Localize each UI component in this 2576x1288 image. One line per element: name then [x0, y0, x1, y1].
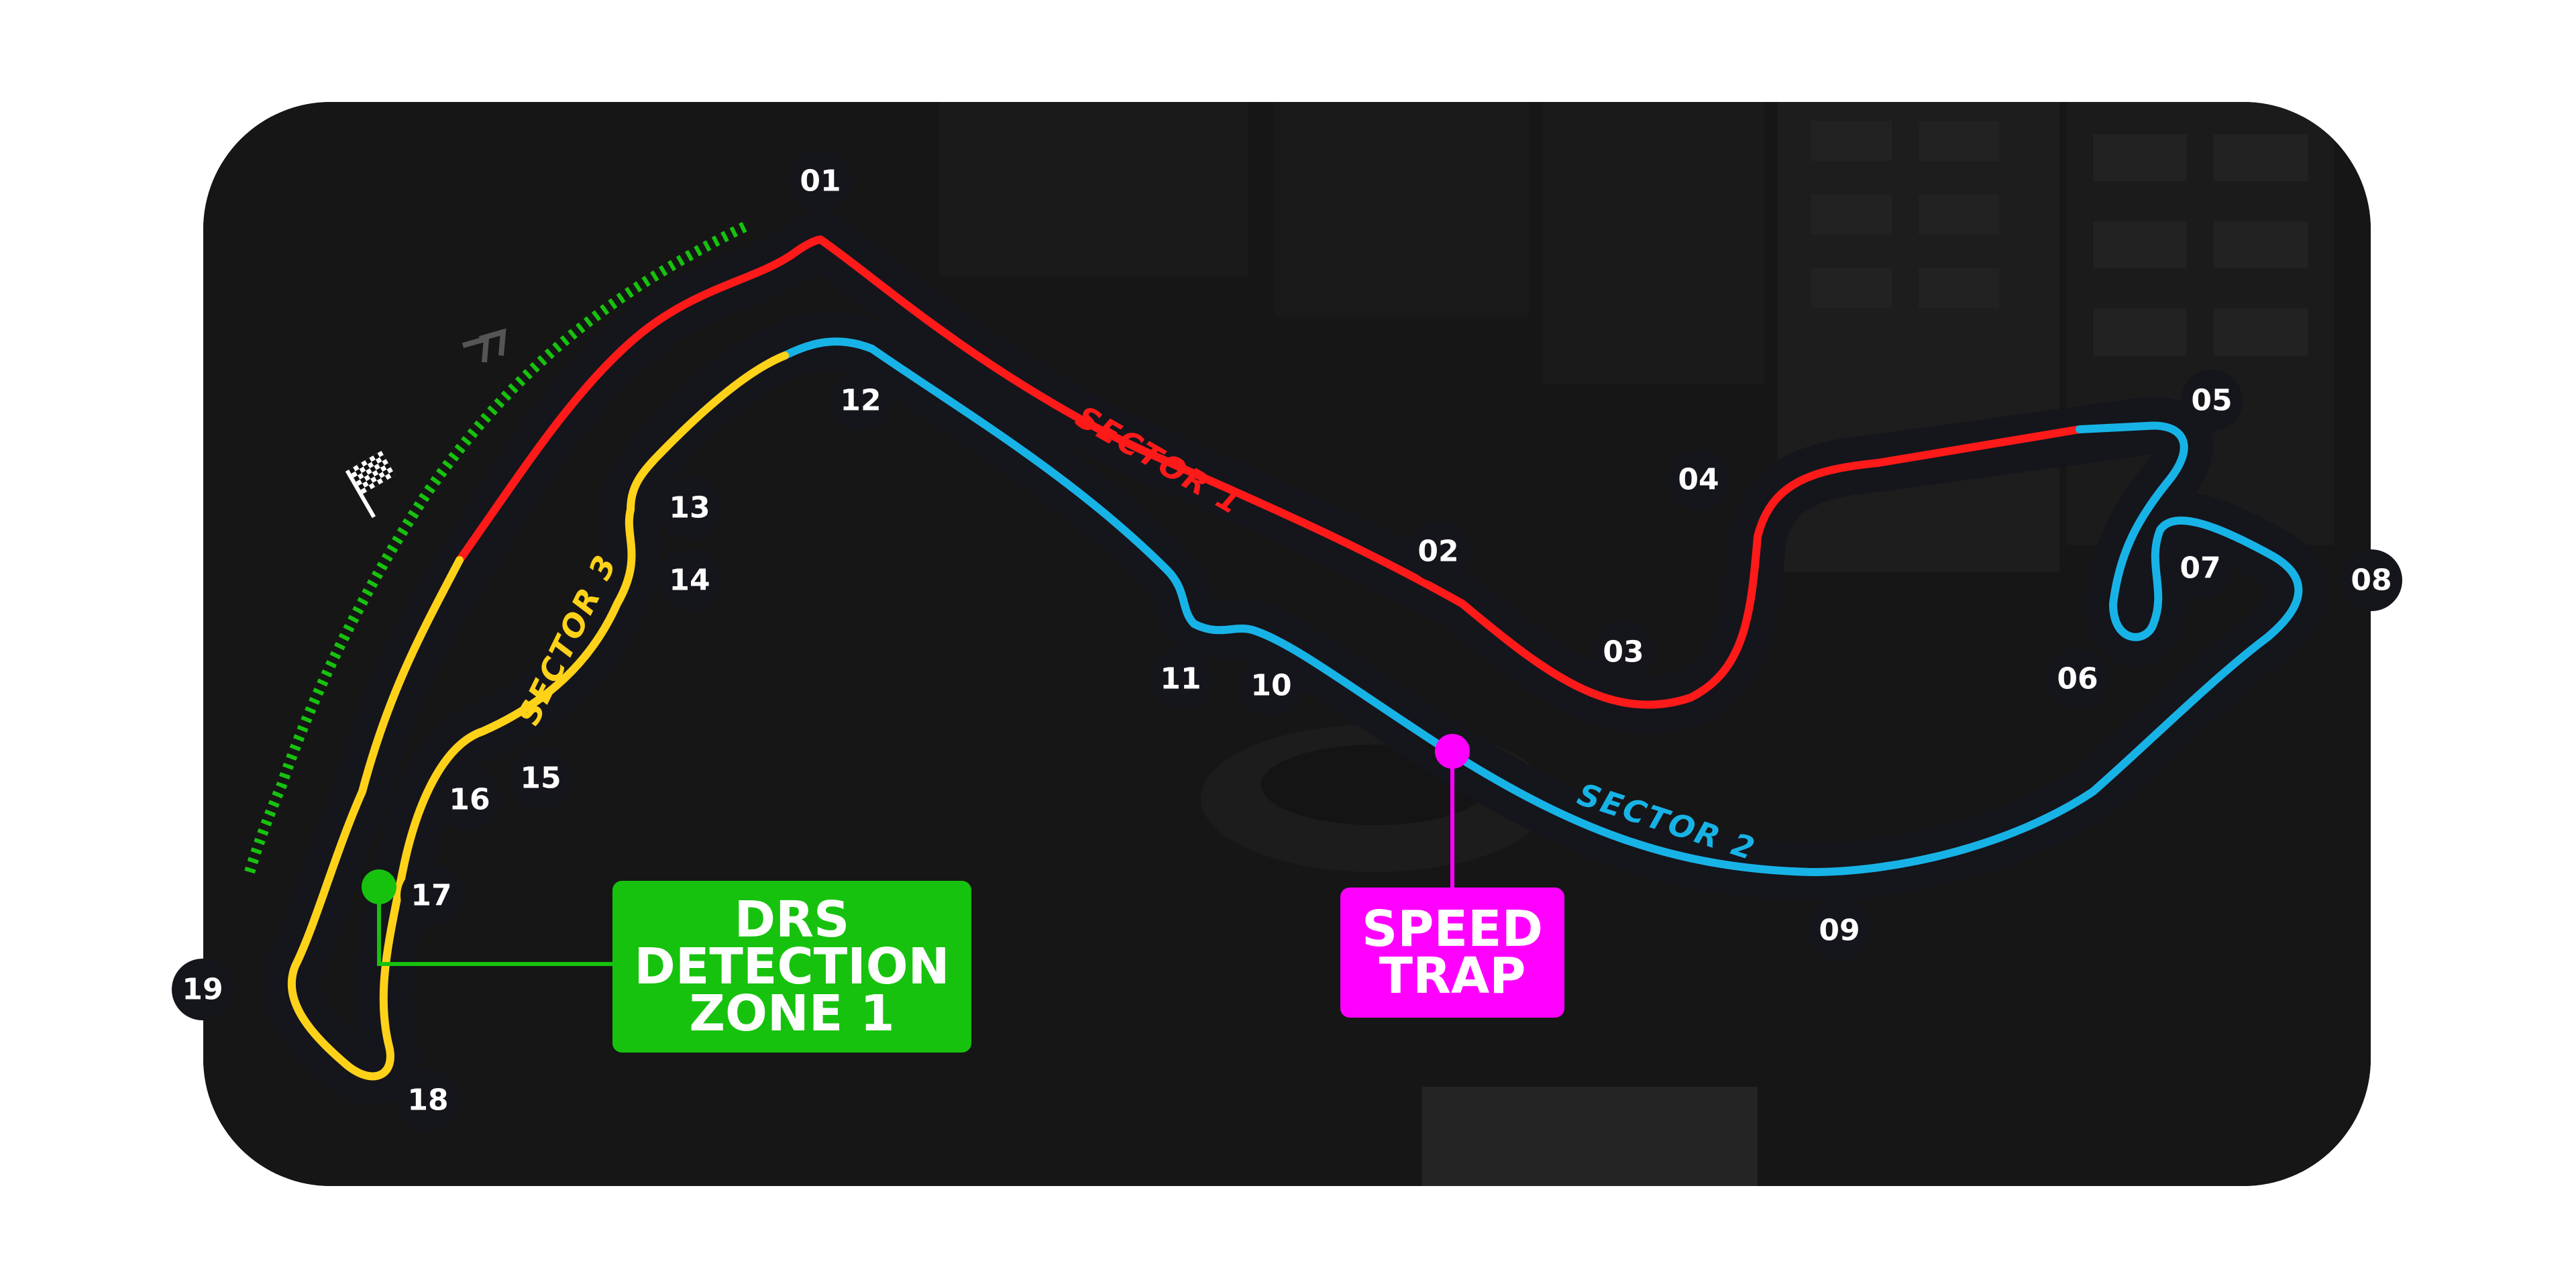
speed-trap-marker: [1435, 734, 1470, 888]
sector-1-line: [455, 235, 2084, 709]
turn-badge: 13: [659, 477, 720, 539]
turn-badge: 05: [2181, 370, 2243, 431]
svg-text:14: 14: [669, 564, 710, 598]
turn-badge: 16: [439, 769, 500, 830]
speed-trap-line-1: SPEED: [1361, 900, 1544, 958]
turn-badge: 07: [2169, 537, 2231, 599]
speed-trap-line-2: TRAP: [1379, 947, 1526, 1005]
turn-badges: 01 02 03 04 05 06 07 08 09 10 11 12 13 1…: [172, 150, 2402, 1131]
svg-text:13: 13: [669, 491, 710, 525]
svg-text:18: 18: [407, 1083, 448, 1118]
turn-badge: 03: [1593, 621, 1654, 683]
turn-badge: 19: [172, 959, 233, 1020]
chequered-flag-icon: [345, 451, 396, 519]
sector-3-line: [287, 352, 789, 1081]
turn-badge: 08: [2341, 549, 2402, 611]
turn-badge: 15: [510, 747, 572, 809]
turn-badge: 09: [1809, 900, 1870, 961]
svg-text:05: 05: [2191, 384, 2232, 418]
svg-text:17: 17: [411, 879, 451, 913]
direction-chevrons-icon: [462, 328, 506, 363]
turn-badge: 04: [1668, 449, 1729, 511]
svg-text:06: 06: [2057, 662, 2098, 696]
drs-line-2: DETECTION: [634, 937, 950, 996]
svg-text:16: 16: [449, 783, 490, 817]
drs-detection-zone-label: DRS DETECTION ZONE 1: [612, 881, 971, 1053]
turn-badge: 06: [2047, 648, 2108, 710]
svg-text:12: 12: [840, 384, 881, 418]
svg-text:04: 04: [1678, 463, 1719, 497]
turn-badge: 10: [1240, 655, 1302, 716]
svg-text:10: 10: [1250, 669, 1291, 703]
speed-trap-label: SPEED TRAP: [1340, 888, 1564, 1018]
drs-detection-marker: [362, 869, 612, 966]
drs-zone-line: [244, 221, 747, 874]
sector-2-line: [781, 337, 2303, 876]
drs-line-3: ZONE 1: [689, 985, 895, 1043]
turn-badge: 14: [659, 549, 720, 611]
svg-text:15: 15: [520, 761, 561, 796]
turn-badge: 12: [830, 370, 892, 431]
svg-text:11: 11: [1160, 662, 1201, 696]
svg-text:07: 07: [2180, 551, 2220, 586]
svg-text:02: 02: [1417, 535, 1458, 569]
turn-badge: 17: [400, 865, 462, 926]
svg-text:09: 09: [1819, 914, 1860, 948]
svg-text:19: 19: [182, 973, 223, 1007]
turn-badge: 18: [397, 1069, 459, 1131]
svg-text:08: 08: [2351, 564, 2392, 598]
turn-badge: 01: [790, 150, 851, 212]
turn-badge: 11: [1150, 648, 1212, 710]
turn-badge: 02: [1407, 521, 1469, 582]
drs-line-1: DRS: [734, 890, 850, 949]
svg-text:03: 03: [1603, 635, 1644, 669]
svg-text:01: 01: [800, 164, 841, 199]
